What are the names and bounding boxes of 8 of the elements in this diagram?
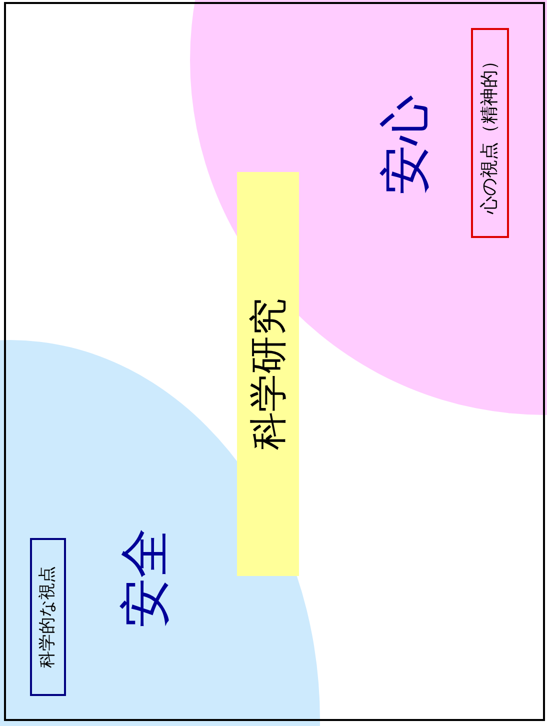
label-box bbox=[30, 538, 66, 696]
label-text: 科学的な視点 bbox=[40, 566, 56, 668]
label-text: 心の視点（精神的） bbox=[481, 52, 499, 214]
area-label: 安全 bbox=[120, 528, 170, 628]
band-label: 科学研究 bbox=[249, 298, 287, 450]
research-band bbox=[237, 172, 299, 576]
label-box bbox=[471, 28, 509, 238]
area-label: 安心 bbox=[380, 95, 430, 195]
